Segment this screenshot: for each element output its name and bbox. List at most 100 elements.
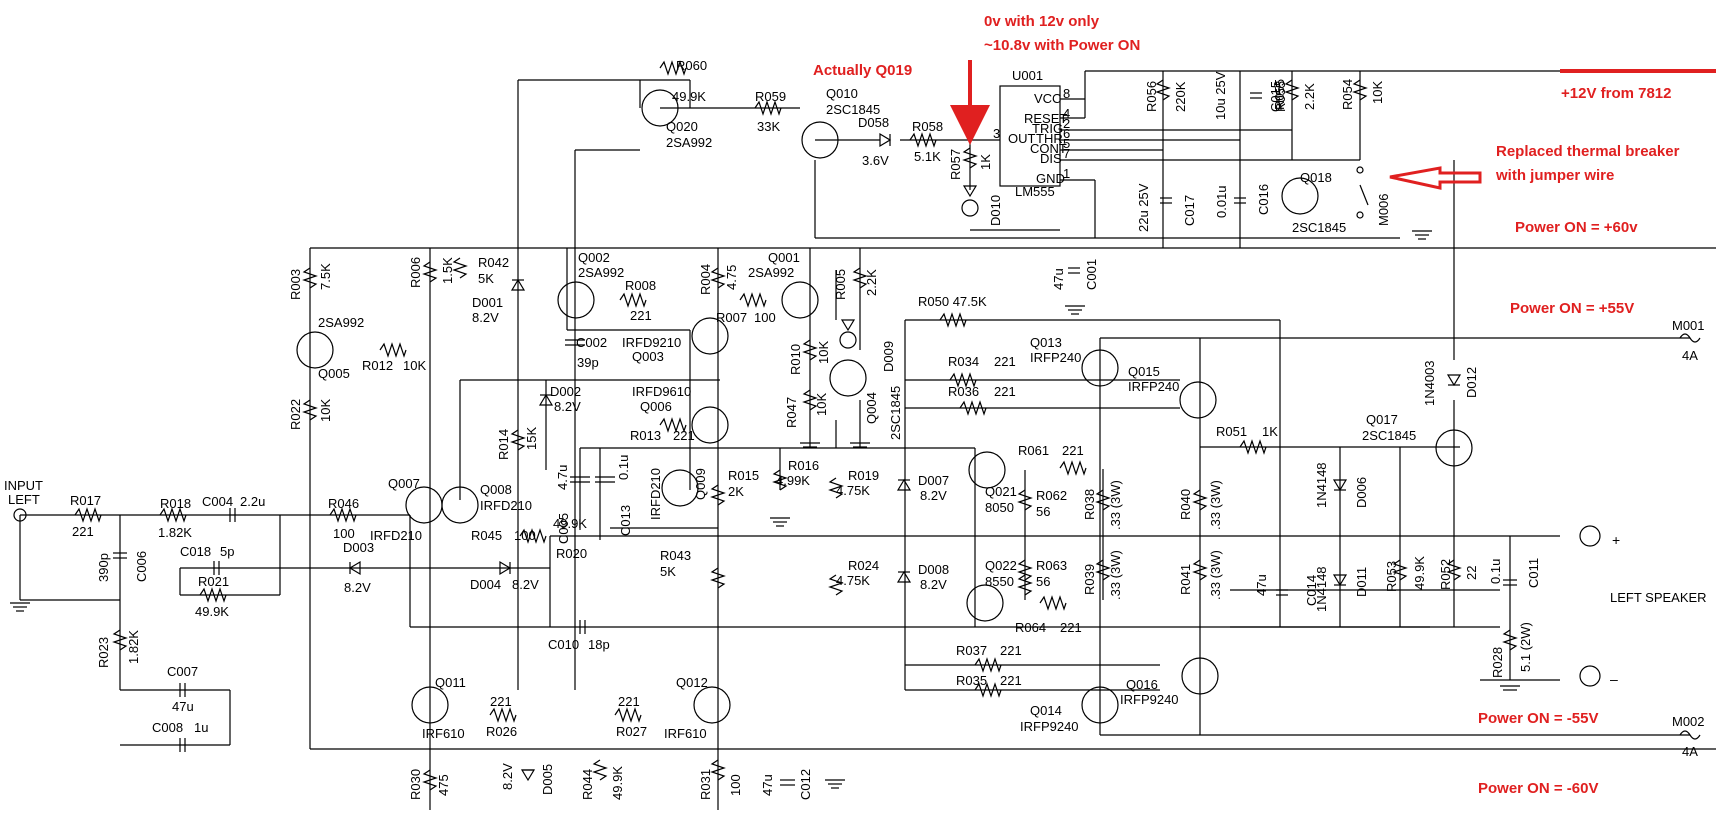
annotation-0v-line1: 0v with 12v only: [984, 13, 1100, 30]
r057-value: 1K: [978, 154, 993, 170]
input-label-2: LEFT: [8, 492, 40, 507]
r007-value: 100: [754, 310, 776, 325]
pin-6: 6: [1063, 126, 1070, 141]
d008-label: D008: [918, 562, 949, 577]
annotation-replaced-line2: with jumper wire: [1495, 167, 1614, 184]
q018-label: Q018: [1300, 170, 1332, 185]
c004-label: C004: [202, 494, 233, 509]
r054-label: R054: [1340, 79, 1355, 110]
c016-label: C016: [1256, 184, 1271, 215]
r016-label: R016: [788, 458, 819, 473]
left-speaker-label: LEFT SPEAKER: [1610, 590, 1707, 605]
r020-label: R020: [556, 546, 587, 561]
r041-value: .33 (3W): [1208, 550, 1223, 600]
r010-label: R010: [788, 344, 803, 375]
r043-label: R043: [660, 548, 691, 563]
r027-value: 221: [618, 694, 640, 709]
q002-label: Q002: [578, 250, 610, 265]
r014-value: 15K: [524, 427, 539, 450]
q006-label: Q006: [640, 399, 672, 414]
r061-value: 221: [1062, 443, 1084, 458]
r059-label: R059: [755, 89, 786, 104]
r018-label: R018: [160, 496, 191, 511]
r038-value: .33 (3W): [1108, 480, 1123, 530]
c002-label: C002: [576, 335, 607, 350]
r023-label: R023: [96, 637, 111, 668]
r059-value: 33K: [757, 119, 780, 134]
r028-value: 5.1 (2W): [1518, 622, 1533, 672]
q022-label: Q022: [985, 558, 1017, 573]
c005-label: C005: [556, 513, 571, 544]
c017-label: C017: [1182, 195, 1197, 226]
annotation-power-60: Power ON = +60v: [1515, 219, 1638, 236]
schematic-wires: [19, 70, 1716, 810]
r037-value: 221: [1000, 643, 1022, 658]
q007-label: Q007: [388, 476, 420, 491]
c011-label: C011: [1526, 558, 1541, 588]
r004-label: R004: [698, 264, 713, 295]
r063-value: 56: [1036, 574, 1050, 589]
d058-value: 3.6V: [862, 153, 889, 168]
q016-label: Q016: [1126, 677, 1158, 692]
q003-type: IRFD9210: [622, 335, 681, 350]
r031-value: 100: [728, 774, 743, 796]
d002-label: D002: [550, 384, 581, 399]
c004-value: 2.2u: [240, 494, 265, 509]
r036-value: 221: [994, 384, 1016, 399]
pin-thr: THR: [1036, 131, 1063, 146]
q004-type: 2SC1845: [888, 386, 903, 440]
r046-value: 100: [333, 526, 355, 541]
r020-value: 49.9K: [553, 516, 587, 531]
annotation-0v-line2: ~10.8v with Power ON: [984, 37, 1140, 54]
r058-label: R058: [912, 119, 943, 134]
speaker-minus: –: [1610, 671, 1618, 687]
r017-label: R017: [70, 493, 101, 508]
c012-label: C012: [798, 769, 813, 800]
d003-label: D003: [343, 540, 374, 555]
r051-value: 1K: [1262, 424, 1278, 439]
c010-value: 18p: [588, 637, 610, 652]
c002-value: 39p: [577, 355, 599, 370]
pin-out: OUT: [1008, 131, 1036, 146]
c005-value: 4.7u: [555, 465, 570, 490]
r054-value: 10K: [1370, 81, 1385, 104]
c010-label: C010: [548, 637, 579, 652]
r044-label: R044: [580, 769, 595, 800]
pin-gnd: GND: [1036, 171, 1065, 186]
r036-label: R036: [948, 384, 979, 399]
m002-value: 4A: [1682, 744, 1698, 759]
r031-label: R031: [698, 769, 713, 800]
m001-label: M001: [1672, 318, 1705, 333]
r050-label: R050 47.5K: [918, 294, 987, 309]
r019-label: R019: [848, 468, 879, 483]
d058-label: D058: [858, 115, 889, 130]
c014-label: C014: [1304, 575, 1319, 606]
d008-value: 8.2V: [920, 577, 947, 592]
r044-value: 49.9K: [610, 766, 625, 800]
r015-value: 2K: [728, 484, 744, 499]
r018-value: 1.82K: [158, 525, 192, 540]
u001-label: U001: [1012, 68, 1043, 83]
r062-label: R062: [1036, 488, 1067, 503]
r024-label: R024: [848, 558, 879, 573]
q020-type: 2SA992: [666, 135, 712, 150]
d010-label: D010: [988, 195, 1003, 226]
r023-value: 1.82K: [126, 630, 141, 664]
q021-type: 8050: [985, 500, 1014, 515]
r064-value: 221: [1060, 620, 1082, 635]
q001-label: Q001: [768, 250, 800, 265]
d009-label: D009: [881, 341, 896, 372]
q010-label: Q010: [826, 86, 858, 101]
r021-value: 49.9K: [195, 604, 229, 619]
r047-label: R047: [784, 397, 799, 428]
q022-type: 8550: [985, 574, 1014, 589]
r057-label: R057: [948, 149, 963, 180]
d002-value: 8.2V: [554, 399, 581, 414]
pin-1: 1: [1063, 166, 1070, 181]
c001-value: 47u: [1051, 268, 1066, 290]
r045-label: R045: [471, 528, 502, 543]
r010-value: 10K: [816, 341, 831, 364]
r056-value: 220K: [1173, 81, 1188, 112]
q017-type: 2SC1845: [1362, 428, 1416, 443]
pin-2: 2: [1063, 116, 1070, 131]
